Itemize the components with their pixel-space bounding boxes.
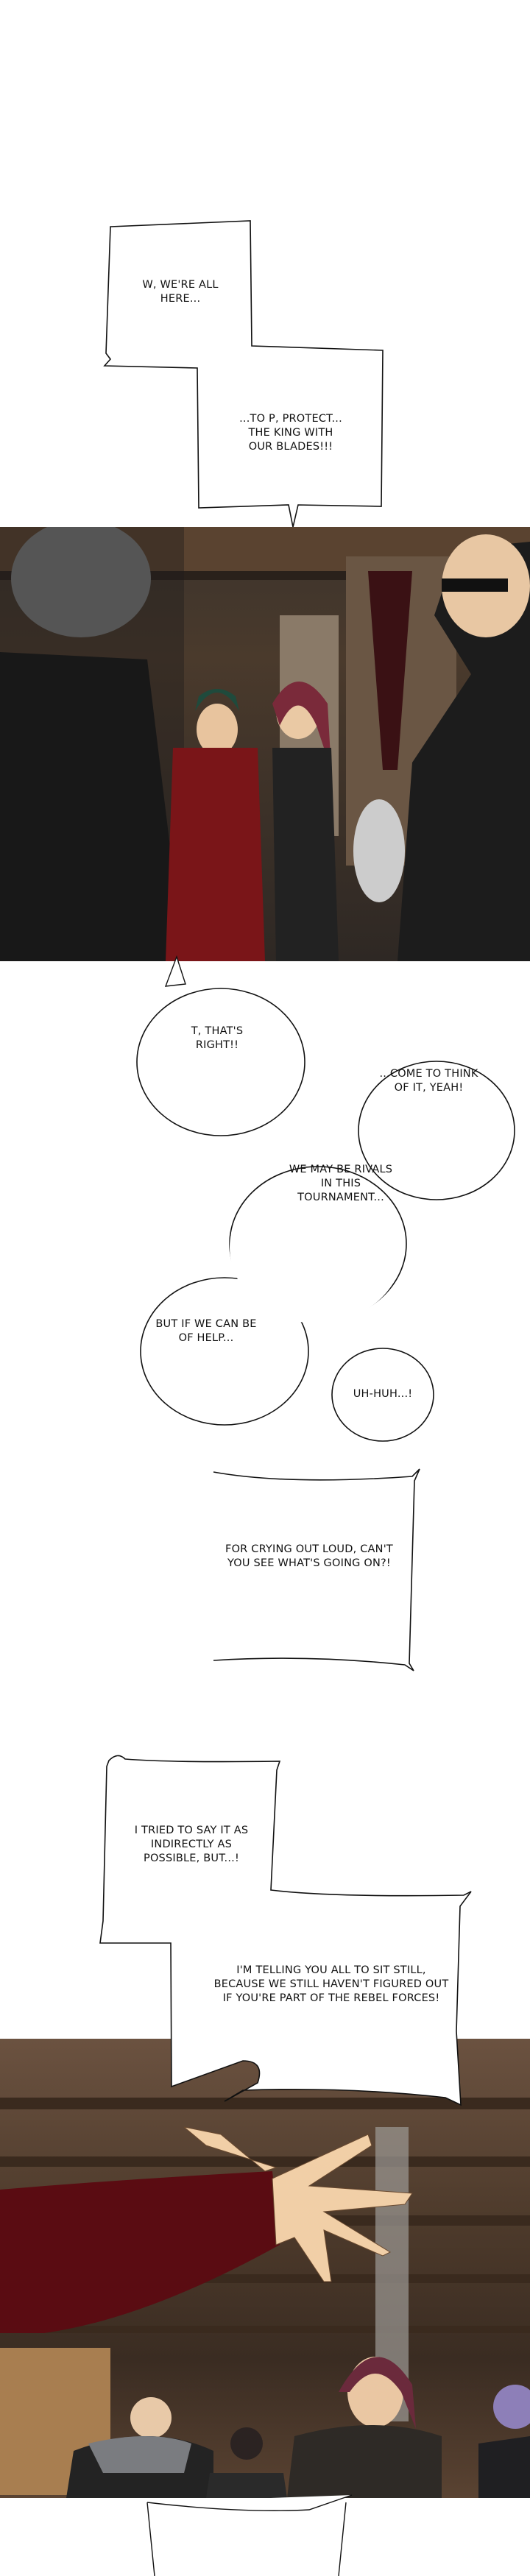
speech-bubble-9: I TRIED TO SAY IT AS INDIRECTLY AS POSSI…	[134, 1825, 249, 1864]
bubble-shape-8	[213, 1468, 420, 1671]
speech-bubble-5: WE MAY BE RIVALS IN THIS TOURNAMENT...	[289, 1164, 393, 1203]
speech-bubble-10: I'M TELLING YOU ALL TO SIT STILL, BECAUS…	[213, 1964, 449, 2004]
panel-1-illustration	[0, 527, 530, 961]
speech-bubble-2: ...TO P, PROTECT... THE KING WITH OUR BL…	[239, 413, 342, 453]
speech-bubble-4: ...COME TO THINK OF IT, YEAH!	[379, 1068, 478, 1094]
speech-bubble-1: W, WE'RE ALL HERE...	[142, 279, 219, 305]
speech-bubble-7: UH-HUH...!	[353, 1388, 413, 1400]
bubble-shape-1	[103, 220, 384, 528]
speech-bubble-8: FOR CRYING OUT LOUD, CAN'T YOU SEE WHAT'…	[225, 1543, 393, 1569]
bubble-shapes-ovals	[136, 955, 515, 1442]
panel-2-illustration	[0, 2039, 530, 2498]
speech-bubble-6: BUT IF WE CAN BE OF HELP...	[155, 1318, 257, 1344]
speech-bubble-3: T, THAT'S RIGHT!!	[191, 1025, 244, 1051]
